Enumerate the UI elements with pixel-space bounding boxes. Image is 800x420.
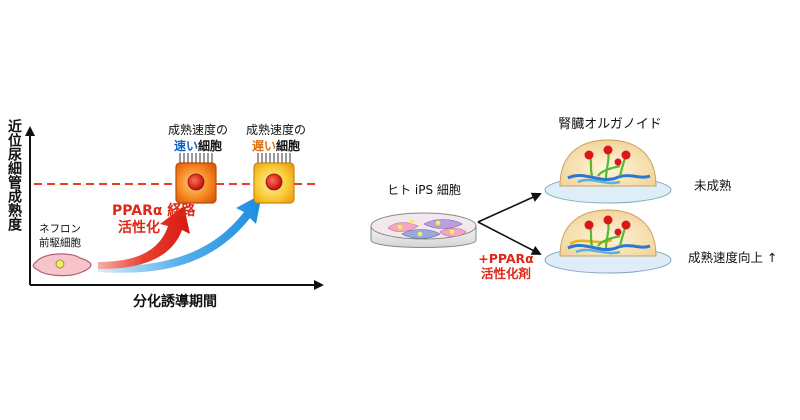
slow-cell-word: 細胞: [276, 138, 300, 153]
slow-cell-title-line2: 遅い細胞: [252, 138, 300, 153]
slow-cell-nucleus: [265, 173, 283, 191]
fast-cell-microvilli: [179, 153, 213, 163]
arrow-to-matured: [477, 221, 542, 255]
treatment-label-line2: 活性化剤: [481, 266, 531, 281]
slow-maturing-cell: [253, 153, 295, 204]
ips-cell-dish: [370, 212, 477, 248]
organoid-protocol: ヒト iPS 細胞 +PPARα 活性化剤 腎臓オルガノイド: [370, 117, 777, 281]
pathway-label-line2: 活性化: [118, 219, 160, 236]
y-axis-label: 近位尿細管成熟度: [6, 118, 22, 232]
ips-cell-colony: [387, 219, 467, 239]
pathway-label-line1: PPARα 経路: [112, 202, 196, 219]
fast-maturation-arrow: [98, 206, 190, 270]
fast-cell-nucleus: [187, 173, 205, 191]
progenitor-label-line1: ネフロン: [39, 223, 81, 235]
slow-emphasis: 遅い: [252, 139, 276, 153]
arrow-to-immature: [477, 192, 542, 223]
improved-label: 成熟速度向上 ↑: [688, 250, 777, 265]
fast-emphasis: 速い: [174, 138, 198, 153]
fast-cell-title-line2: 速い細胞: [174, 138, 222, 153]
slow-cell-title-line1: 成熟速度の: [246, 122, 306, 137]
fast-cell-word: 細胞: [198, 138, 222, 153]
slow-cell-microvilli: [257, 153, 291, 163]
x-axis-label: 分化誘導期間: [133, 293, 217, 310]
matured-organoid: [544, 209, 672, 274]
ips-cell-label: ヒト iPS 細胞: [387, 183, 461, 197]
maturation-graph: 近位尿細管成熟度 分化誘導期間 ネフロン 前駆細胞 PPARα 経路 活性化: [6, 118, 324, 310]
organoid-title: 腎臓オルガノイド: [558, 117, 662, 132]
progenitor-label-line2: 前駆細胞: [39, 236, 81, 249]
fast-cell-title-line1: 成熟速度の: [168, 122, 228, 137]
immature-label: 未成熟: [694, 178, 732, 193]
immature-organoid: [544, 139, 672, 204]
progenitor-nucleus: [55, 259, 65, 269]
slow-maturation-arrow: [98, 194, 262, 273]
fast-maturing-cell: [175, 153, 217, 204]
nephron-progenitor-cell: [32, 253, 92, 277]
treatment-label-line1: +PPARα: [478, 251, 534, 266]
